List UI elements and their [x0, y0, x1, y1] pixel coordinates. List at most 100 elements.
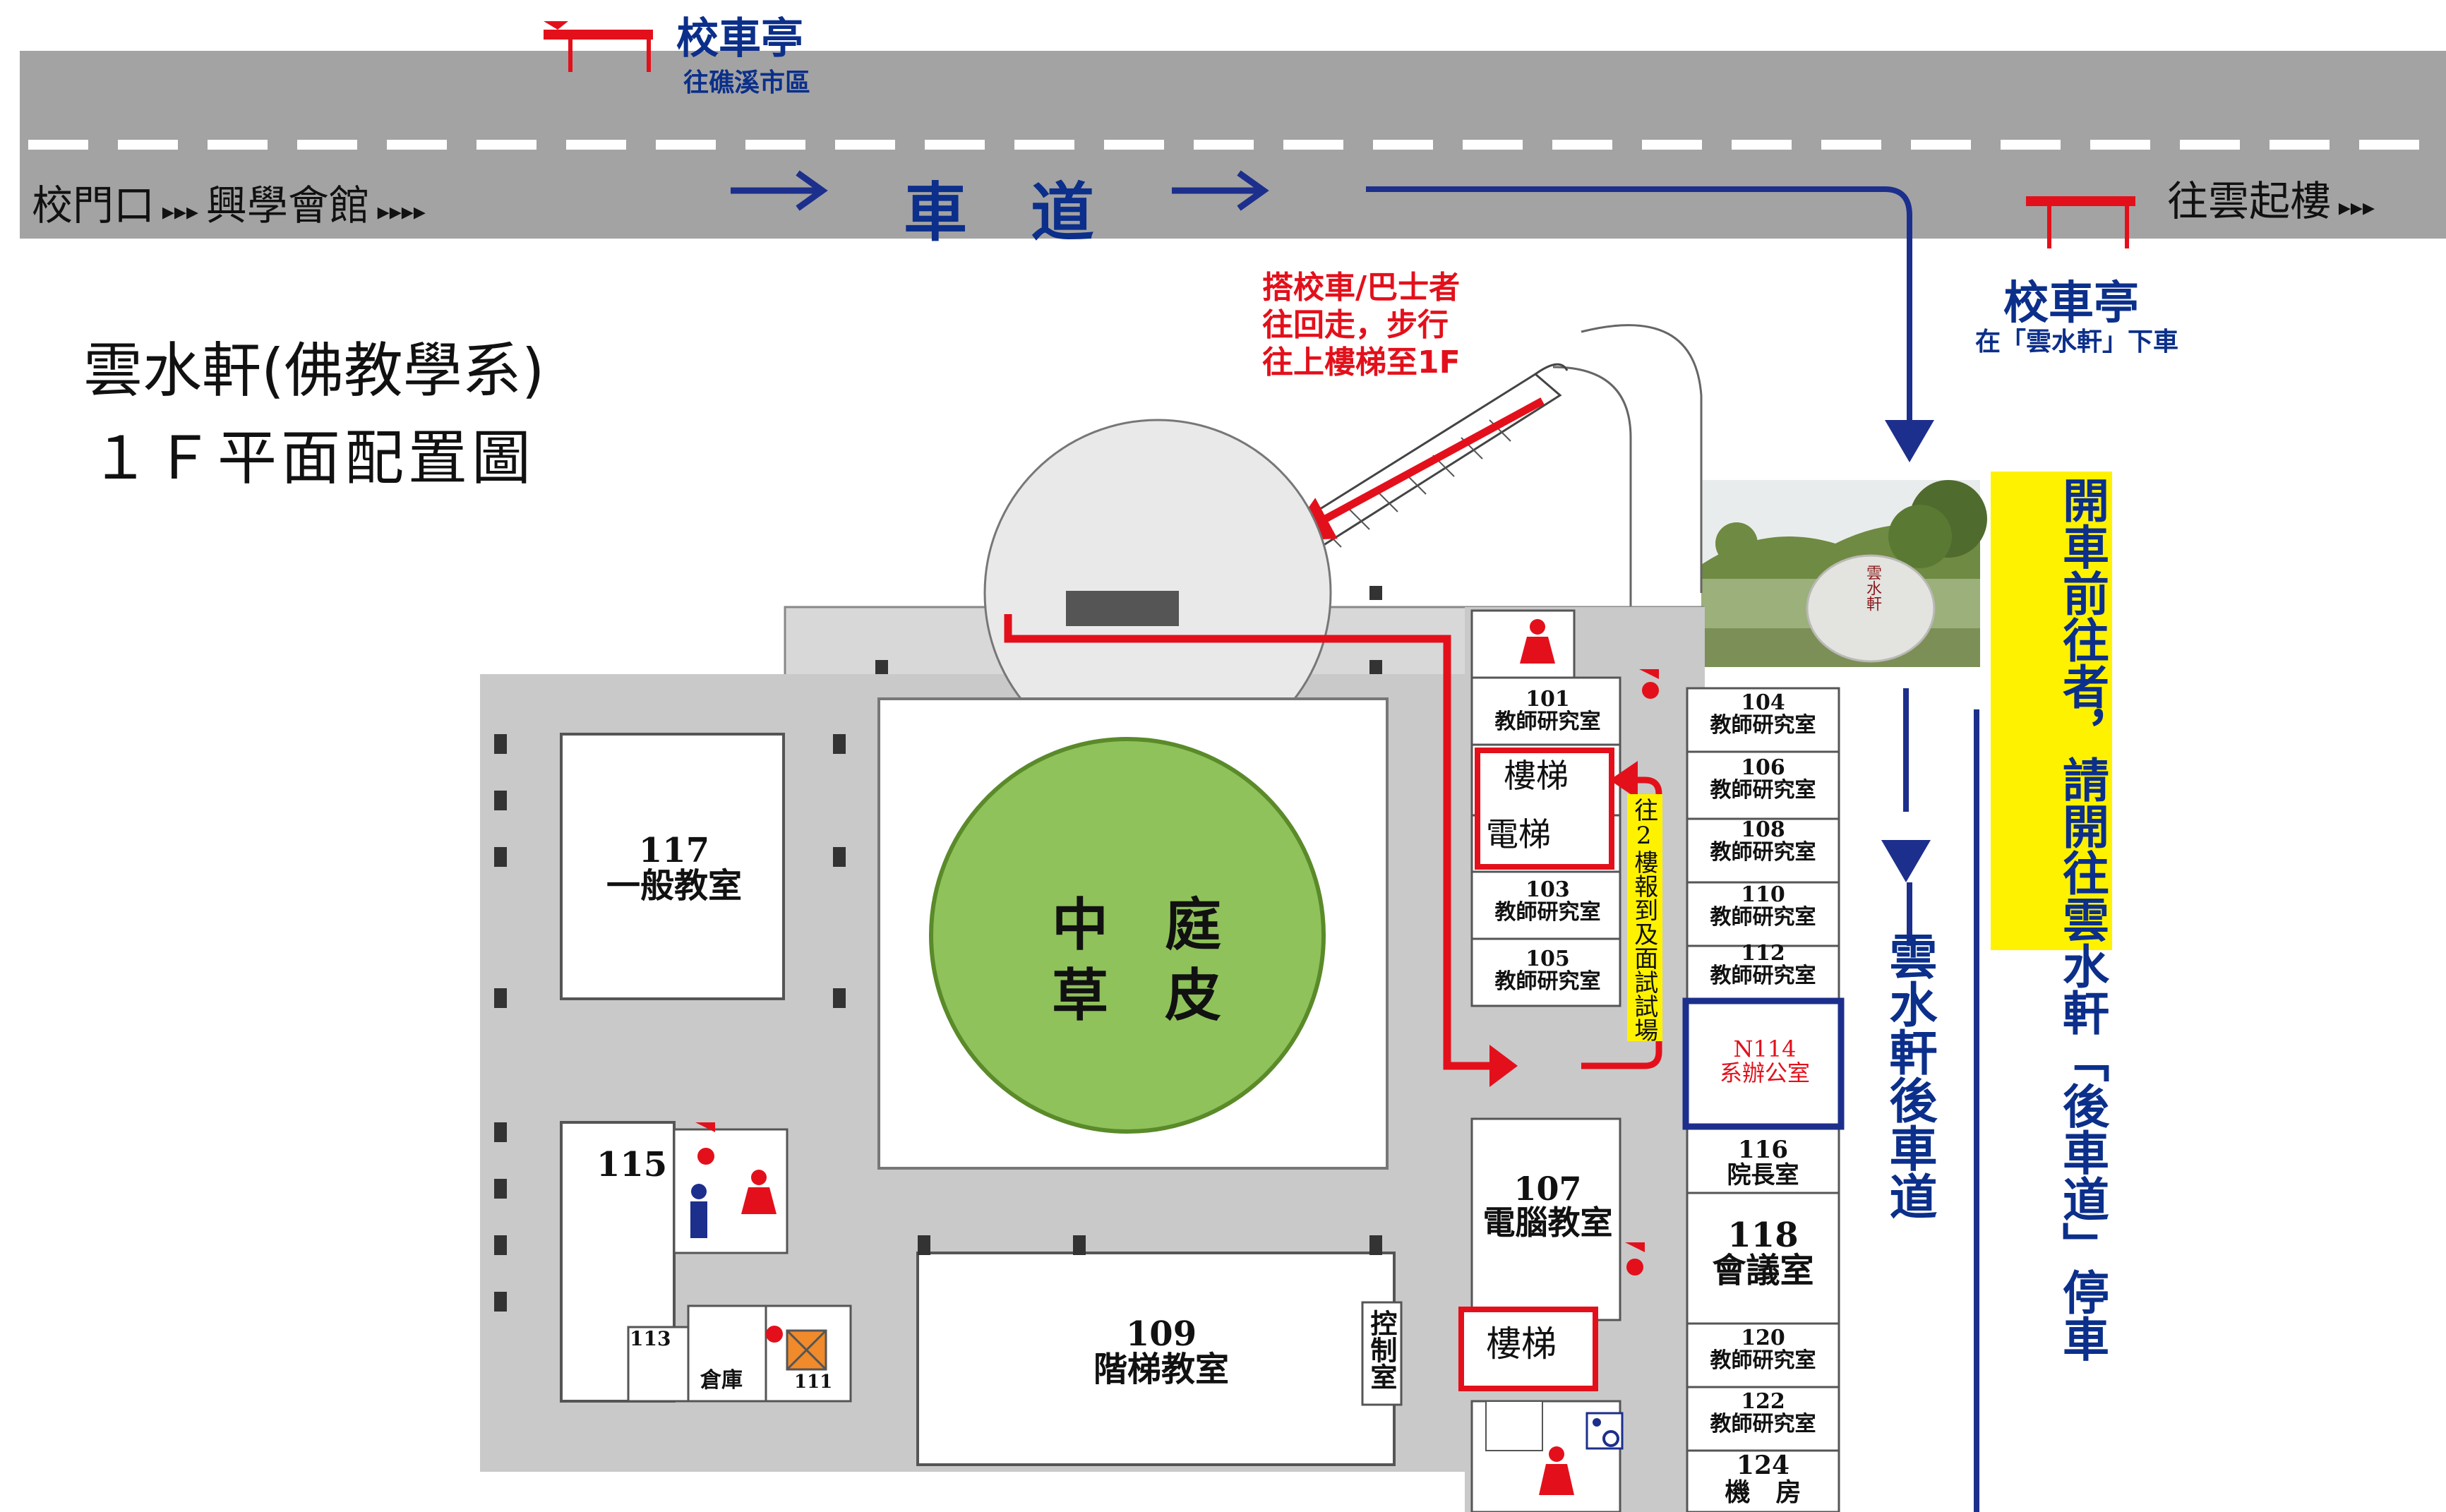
courtyard-line1: 中 庭: [1052, 892, 1221, 958]
room-n114-num: N114: [1733, 1036, 1797, 1062]
arrow-icon: [1489, 1045, 1518, 1087]
room-104-name: 教師研究室: [1710, 712, 1816, 738]
fire-extinguisher-icon: [766, 1326, 783, 1343]
lawn: [929, 737, 1326, 1134]
elevator-label: 電梯: [1486, 815, 1551, 853]
restroom-female-icon: [1520, 619, 1555, 664]
restroom-female-icon: [1539, 1446, 1574, 1495]
bus-stop-right-title: 校車亭: [2003, 277, 2139, 330]
arrow-icon: [1609, 761, 1638, 799]
room-105: 105 教師研究室: [1486, 948, 1609, 992]
room-104-num: 104: [1741, 690, 1785, 715]
room-118: 118 會議室: [1691, 1218, 1835, 1289]
room-120-name: 教師研究室: [1710, 1348, 1816, 1373]
right-text: 往雲起樓: [2167, 177, 2332, 225]
arrow-icon: [1881, 840, 1931, 882]
room-110: 110 教師研究室: [1691, 884, 1835, 928]
stairs-frame-2: [1458, 1307, 1598, 1391]
room-112-name: 教師研究室: [1710, 963, 1816, 988]
room-111: 111: [794, 1372, 833, 1393]
room-105-num: 105: [1525, 947, 1570, 971]
room-103-num: 103: [1525, 877, 1570, 902]
rear-road-label: 雲水軒後車道: [1881, 932, 1937, 1220]
arrow-icon: [731, 170, 1269, 211]
room-113: 113: [630, 1327, 671, 1350]
room-107-num: 107: [1513, 1170, 1582, 1208]
room-122-num: 122: [1741, 1389, 1785, 1414]
room-109-name: 階梯教室: [1093, 1350, 1229, 1390]
room-n114-name: 系辦公室: [1719, 1059, 1810, 1086]
room-116: 116 院長室: [1691, 1136, 1835, 1188]
stairs-elevator-frame: [1475, 748, 1614, 870]
restroom-male-icon: [690, 1184, 707, 1238]
control-room: 控制室: [1365, 1309, 1398, 1390]
room-108: 108 教師研究室: [1691, 819, 1835, 863]
room-117-name: 一般教室: [606, 866, 742, 906]
room-120-num: 120: [1741, 1326, 1785, 1350]
room-104: 104 教師研究室: [1691, 692, 1835, 736]
room-112-num: 112: [1741, 941, 1785, 966]
stairs-label-2: 樓梯: [1486, 1324, 1557, 1364]
room-105-name: 教師研究室: [1494, 968, 1601, 994]
exam-note-box: [1627, 794, 1662, 1041]
bus-stop-top-subtitle: 往礁溪市區: [683, 68, 811, 97]
hall-text: 興學會館: [205, 181, 370, 229]
drive-route: [1366, 186, 1912, 424]
walk-note-line: 往回走，步行: [1262, 306, 1449, 343]
fire-extinguisher-icon: [1639, 669, 1659, 699]
room-106-num: 106: [1741, 755, 1785, 780]
road-gate-label: 校門口 ▸▸▸ 興學會館 ▸▸▸▸: [32, 181, 426, 229]
room-107: 107 電腦教室: [1482, 1172, 1613, 1240]
lane-label: 車 道: [904, 175, 1094, 250]
room-115: 115: [596, 1145, 668, 1184]
walk-route-arrow: [1285, 397, 1545, 541]
accessible-icon: [1585, 1412, 1624, 1450]
room-110-num: 110: [1741, 882, 1785, 907]
room-103-name: 教師研究室: [1494, 899, 1601, 925]
room-110-name: 教師研究室: [1710, 904, 1816, 930]
walk-note: 搭校車/巴士者 往回走，步行 往上樓梯至1F: [1262, 270, 1461, 381]
room-112: 112 教師研究室: [1691, 942, 1835, 987]
room-101: 101 教師研究室: [1486, 688, 1609, 733]
storage-room: 倉庫: [700, 1368, 743, 1393]
map-title-line1: 雲水軒(佛教學系): [83, 336, 545, 405]
room-124: 124 機 房: [1691, 1451, 1835, 1507]
room-n114: N114 系辦公室: [1694, 1036, 1835, 1086]
room-117: 117 一般教室: [596, 833, 752, 904]
room-109-num: 109: [1125, 1314, 1197, 1354]
bus-stop-icon: [544, 21, 653, 72]
room-101-name: 教師研究室: [1494, 709, 1601, 734]
walk-route: [1004, 614, 1497, 1070]
room-108-name: 教師研究室: [1710, 839, 1816, 865]
map-title-line2: １Ｆ平面配置圖: [90, 424, 536, 493]
restroom-female-icon: [741, 1170, 777, 1214]
room-124-name: 機 房: [1725, 1477, 1801, 1507]
stone-photo: [1701, 480, 1987, 667]
bus-stop-right-subtitle: 在「雲水軒」下車: [1975, 328, 2179, 356]
room-106: 106 教師研究室: [1691, 757, 1835, 801]
bus-stop-top-title: 校車亭: [676, 14, 803, 64]
courtyard-line2: 草 皮: [1052, 962, 1221, 1028]
room-106-name: 教師研究室: [1710, 777, 1816, 803]
courtyard-label: 中 庭 草 皮: [1052, 889, 1221, 1031]
room-124-num: 124: [1736, 1451, 1790, 1480]
highlight-box: [1991, 472, 2112, 950]
room-122: 122 教師研究室: [1691, 1391, 1835, 1435]
stone-text: 雲水軒: [1864, 565, 1881, 611]
walk-note-line: 搭校車/巴士者: [1262, 270, 1461, 306]
room-122-name: 教師研究室: [1710, 1411, 1816, 1436]
room-116-num: 116: [1738, 1136, 1788, 1164]
room-118-name: 會議室: [1712, 1251, 1814, 1291]
drive-note: 開車前往者，請開往雲水軒「後車道」停車: [2055, 476, 2110, 1362]
room-108-num: 108: [1741, 817, 1785, 842]
bus-stop-icon: [2026, 196, 2135, 248]
room-117-num: 117: [638, 831, 710, 870]
arrow-icon: [1885, 420, 1934, 462]
gate-text: 校門口: [32, 181, 155, 229]
room-118-num: 118: [1727, 1216, 1799, 1255]
n114-frame: [1682, 997, 1845, 1130]
stairs-label-1: 樓梯: [1504, 757, 1569, 795]
road-right-label: 往雲起樓 ▸▸▸: [2167, 177, 2375, 225]
room-107-name: 電腦教室: [1482, 1204, 1613, 1242]
